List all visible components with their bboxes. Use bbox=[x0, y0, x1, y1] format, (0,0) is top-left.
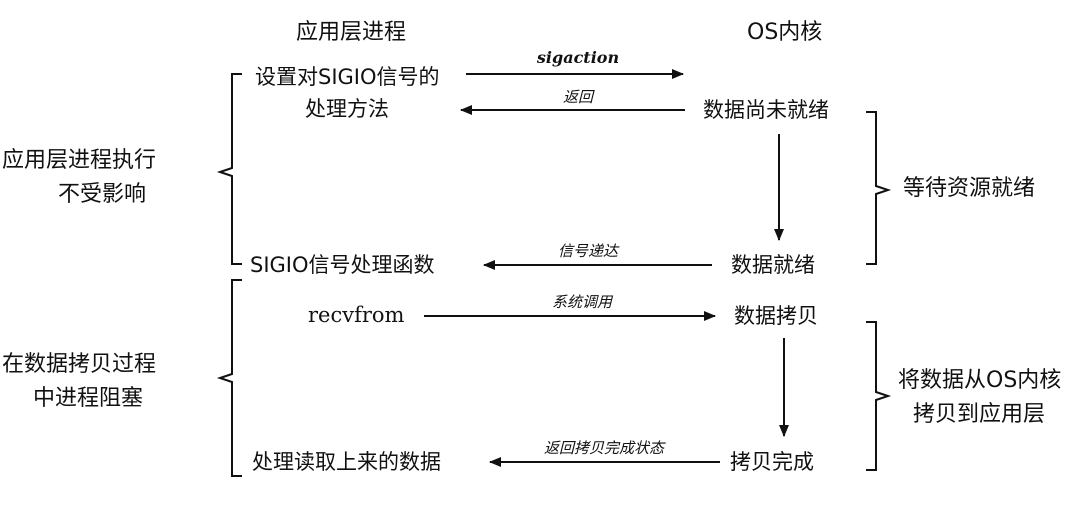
label-sigaction: sigaction bbox=[536, 48, 620, 67]
brace-right-bottom bbox=[866, 321, 892, 471]
node-data-ready: 数据就绪 bbox=[731, 253, 815, 277]
note-copy-to-app-line2: 拷贝到应用层 bbox=[913, 402, 1046, 427]
header-os-kernel: OS内核 bbox=[747, 20, 823, 45]
node-data-copy: 数据拷贝 bbox=[734, 304, 818, 328]
note-copy-to-app-line1: 将数据从OS内核 bbox=[898, 368, 1062, 393]
note-process-blocked-line1: 在数据拷贝过程 bbox=[2, 352, 157, 377]
header-app-process: 应用层进程 bbox=[296, 20, 407, 45]
node-process-data: 处理读取上来的数据 bbox=[252, 450, 441, 474]
label-signal-delivered: 信号递达 bbox=[557, 242, 619, 260]
label-return-copy-done: 返回拷贝完成状态 bbox=[543, 439, 665, 457]
node-copy-done: 拷贝完成 bbox=[730, 450, 814, 474]
brace-right-top bbox=[866, 111, 892, 265]
node-set-handler-line1: 设置对SIGIO信号的 bbox=[255, 65, 440, 89]
brace-left-top bbox=[216, 73, 242, 265]
note-process-unaffected-line1: 应用层进程执行 bbox=[2, 148, 157, 173]
note-wait-resource-ready: 等待资源就绪 bbox=[903, 176, 1036, 201]
label-return: 返回 bbox=[562, 88, 594, 106]
note-process-unaffected-line2: 不受影响 bbox=[58, 182, 147, 207]
node-set-handler-line2: 处理方法 bbox=[305, 97, 389, 121]
node-sigio-handler: SIGIO信号处理函数 bbox=[250, 253, 435, 277]
node-data-not-ready: 数据尚未就绪 bbox=[703, 98, 829, 122]
node-recvfrom: recvfrom bbox=[308, 303, 405, 327]
note-process-blocked-line2: 中进程阻塞 bbox=[33, 386, 144, 411]
brace-left-bottom bbox=[216, 279, 242, 477]
label-syscall: 系统调用 bbox=[551, 293, 613, 311]
